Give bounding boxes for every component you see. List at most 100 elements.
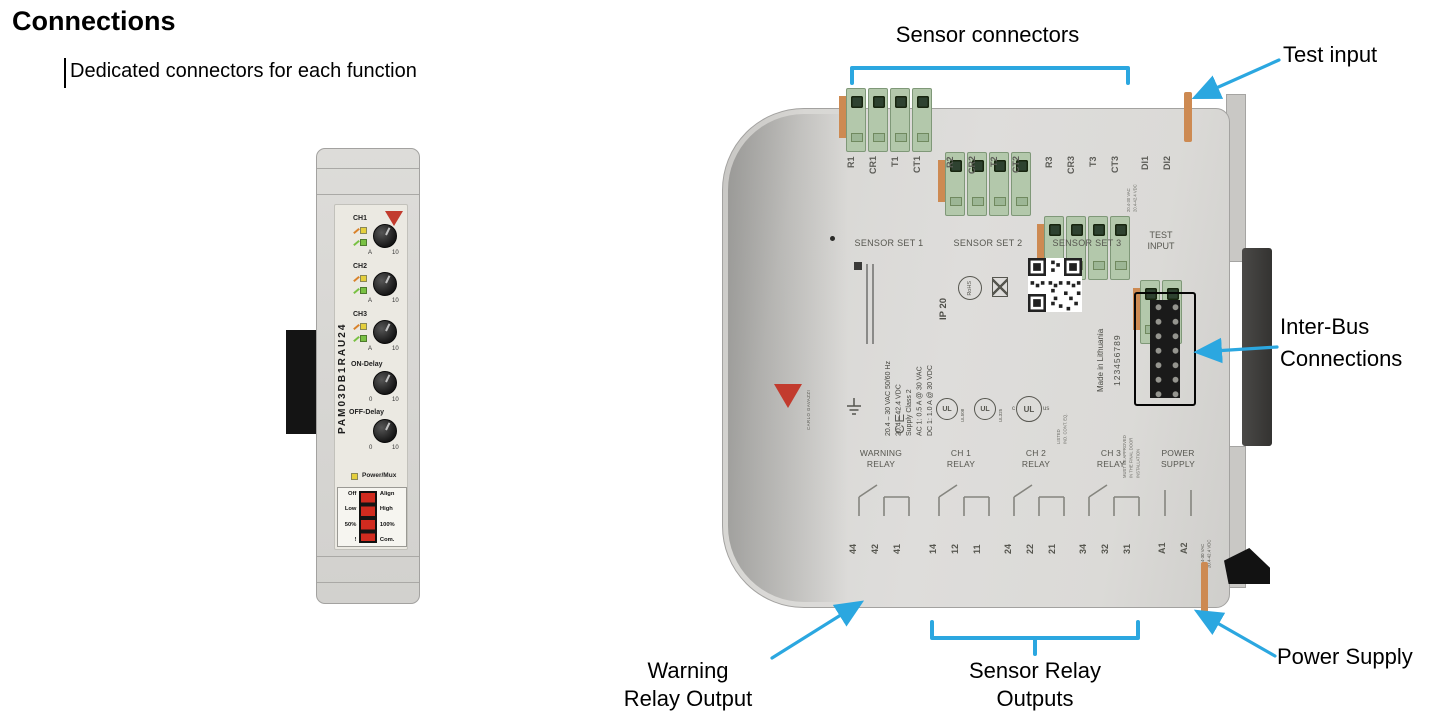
- sensor-set-heading: SENSOR SET 2: [953, 238, 1023, 248]
- weee-crossed-bin-icon: [992, 277, 1008, 297]
- dip-label: High: [379, 506, 393, 513]
- terminal: [967, 152, 987, 216]
- sensor-set-1-connector: [839, 88, 1452, 152]
- relay-contact-symbol: [858, 484, 910, 516]
- knob-min-label: A: [368, 298, 373, 304]
- callout-sensor-connectors: Sensor connectors: [895, 22, 1080, 47]
- ce-mark: CE: [892, 411, 907, 434]
- relay-contact-symbol: [1088, 484, 1140, 516]
- terminal-number: 34: [1078, 543, 1088, 554]
- terminal-number: 11: [972, 544, 982, 554]
- dip-label: Low: [344, 506, 357, 513]
- signal-icon: [353, 287, 360, 295]
- terminal-label: CR3: [1066, 156, 1076, 175]
- dip-label: Align: [379, 491, 395, 497]
- terminal: [912, 88, 932, 152]
- terminal-number: A1: [1157, 542, 1167, 554]
- dip-label: Off: [348, 491, 357, 497]
- terminal-number: 41: [892, 543, 902, 554]
- terminal-number: 24: [1003, 543, 1013, 554]
- dip-right-labels: Align High 100% Com.: [380, 491, 403, 543]
- manufacturer-logo-mark: [854, 262, 862, 270]
- terminal: [868, 88, 888, 152]
- ch3-green-led: [360, 335, 367, 342]
- terminal-number: 21: [1047, 543, 1057, 554]
- terminal-number: 44: [848, 543, 858, 554]
- cul-us-mark: c UL us: [1012, 396, 1049, 422]
- brand-logo-icon: [385, 211, 403, 226]
- power-supply-symbol: [1164, 490, 1192, 516]
- front-view-device: PAM03DB1RAU24 CH1 A 10 CH2 A 10 CH3: [286, 146, 426, 611]
- terminal-label: CR1: [868, 156, 878, 175]
- callout-warning-relay-line2: Relay Output: [623, 686, 753, 711]
- terminal-label: CT2: [1011, 156, 1021, 174]
- listed-note: LISTED IND. CONT. EQ.: [1056, 413, 1068, 444]
- made-in-text: Made in Lithuania: [1096, 328, 1105, 392]
- dip-label: !: [354, 536, 357, 543]
- relay-contact-symbol: [938, 484, 990, 516]
- ch2-yellow-led: [360, 275, 367, 282]
- dip-label: 50%: [344, 521, 357, 528]
- sensor-set-heading: SENSOR SET 3: [1052, 238, 1122, 248]
- terminal-label: T3: [1088, 156, 1098, 167]
- terminal-label: DI1: [1140, 156, 1150, 171]
- case-seam: [317, 582, 419, 583]
- page-title: Connections: [12, 6, 176, 36]
- connector-tab: [1184, 92, 1192, 142]
- power-supply-numbers: A1 A2: [1157, 516, 1199, 554]
- serial-number: 123456789: [1112, 334, 1122, 386]
- terminal-number: 32: [1100, 543, 1110, 554]
- sensitivity-knob-ch1: [373, 224, 397, 248]
- power-supply-arrow: [1193, 609, 1277, 658]
- case-seam: [317, 168, 419, 169]
- qr-code: [1028, 258, 1082, 312]
- knob-min-label: A: [368, 346, 373, 352]
- ch2-green-led: [360, 287, 367, 294]
- off-delay-knob: [373, 419, 397, 443]
- terminal: [989, 152, 1009, 216]
- callout-warning-relay-line1: Warning: [647, 658, 729, 683]
- terminal: [1088, 216, 1108, 280]
- channel-label: CH1: [353, 215, 368, 222]
- sensor-set-3-connector: [1037, 216, 1452, 280]
- ul-mark-1: UL UL508: [936, 396, 965, 422]
- mounting-dot: [830, 236, 835, 241]
- callout-power-supply: Power Supply: [1277, 644, 1413, 669]
- test-input-labels: DI1 DI2: [1140, 156, 1182, 208]
- sensitivity-knob-ch3: [373, 320, 397, 344]
- knob-max-label: 10: [392, 445, 399, 451]
- terminal-label: CR2: [967, 156, 977, 175]
- inter-bus-connector: [1134, 292, 1196, 406]
- din-bus-connector: [286, 330, 318, 434]
- sensor-set-2-connector: [938, 152, 1452, 216]
- sensor-set-3-labels: R3 CR3 T3 CT3: [1044, 156, 1130, 208]
- terminal-label: R3: [1044, 156, 1054, 168]
- callout-sensor-relay-line1: Sensor Relay: [968, 658, 1102, 683]
- terminal-label: CT1: [912, 156, 922, 174]
- warning-relay-numbers: 44 42 41: [848, 516, 912, 554]
- callout-test-input: Test input: [1283, 42, 1378, 67]
- dip-label: Com.: [379, 536, 395, 543]
- dip-switch-block: Off Low 50% ! Align High 100% Com.: [337, 487, 407, 547]
- sensor-set-1-labels: R1 CR1 T1 CT1: [846, 156, 932, 208]
- terminal-label: R2: [945, 156, 955, 168]
- knob-max-label: 10: [392, 250, 399, 256]
- power-supply-rating: 20.4-30 VAC 20.4-42.4 VDC: [1200, 539, 1212, 568]
- terminal-number: 14: [928, 543, 938, 554]
- ch3-yellow-led: [360, 323, 367, 330]
- ch1-relay-numbers: 14 12 11: [928, 516, 992, 554]
- on-delay-knob: [373, 371, 397, 395]
- sensor-set-heading: SENSOR SET 1: [854, 238, 924, 248]
- ground-icon: [847, 398, 861, 415]
- ul-mark-2: UL UL325: [974, 396, 1003, 422]
- relay-on-icon: [353, 323, 360, 331]
- knob-max-label: 10: [392, 346, 399, 352]
- ch1-green-led: [360, 239, 367, 246]
- signal-icon: [353, 335, 360, 343]
- terminal-number: 22: [1025, 543, 1035, 554]
- test-input-heading: TEST INPUT: [1147, 230, 1175, 251]
